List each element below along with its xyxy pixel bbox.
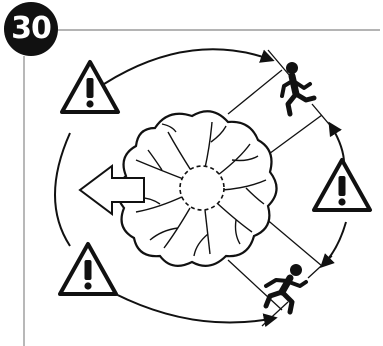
arc-arrow-right-lower <box>322 222 346 266</box>
machine-center-circle <box>180 166 224 210</box>
step-number-badge: 30 <box>4 2 58 56</box>
warning-triangle-icon <box>62 62 118 112</box>
running-person-icon <box>282 62 314 114</box>
arc-arrow-top <box>104 49 272 84</box>
arc-line-left <box>55 133 70 246</box>
arc-arrow-bottom <box>104 288 275 323</box>
warning-triangle-icon <box>60 244 116 294</box>
running-person-icon <box>266 264 306 312</box>
warning-triangle-icon <box>314 160 370 210</box>
